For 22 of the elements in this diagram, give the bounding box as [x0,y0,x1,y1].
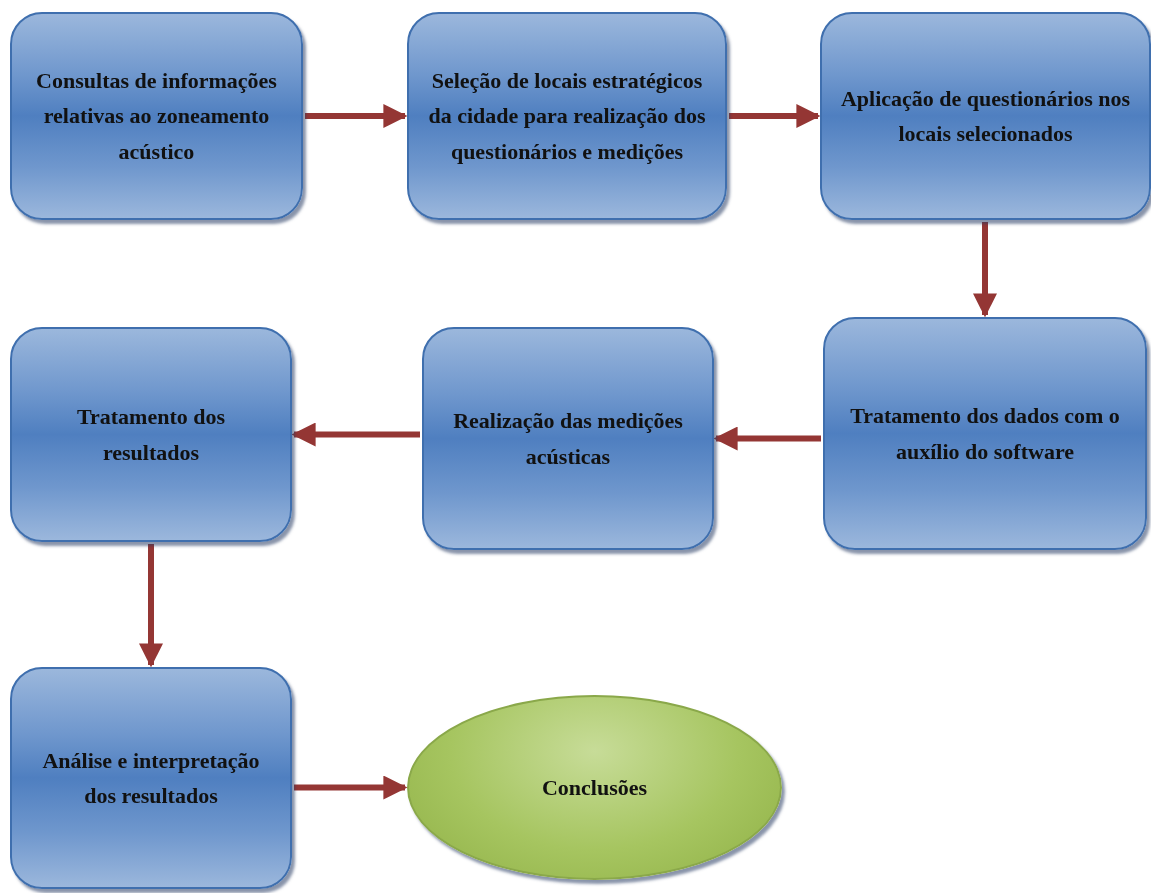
node-text: Tratamento dos resultados [75,403,227,467]
arrow [294,775,408,800]
node-text: Aplicação de questionários nos locais selecionados [840,84,1131,148]
process-box [10,327,292,542]
process-box [10,667,292,889]
arrow [713,426,821,451]
arrow [973,222,997,318]
arrow [729,104,821,128]
arrow [291,422,420,447]
process-box [823,317,1147,550]
node-text: Conclusões [541,773,648,802]
process-box [820,12,1151,220]
node-text: Realização das medições acústicas [452,407,684,471]
node-text: Seleção de locais estratégicos da cidade para realização dos questionários e medições [427,67,707,166]
process-box [407,12,727,220]
process-box [10,12,303,220]
process-box [422,327,714,550]
node-text: Consultas de informações relativas ao zoneamento acústico [35,67,278,166]
node-text: Tratamento dos dados com o auxílio do software [849,402,1121,466]
node-text: Análise e interpretação dos resultados [41,746,261,810]
arrow [139,544,163,668]
arrow [305,104,408,128]
